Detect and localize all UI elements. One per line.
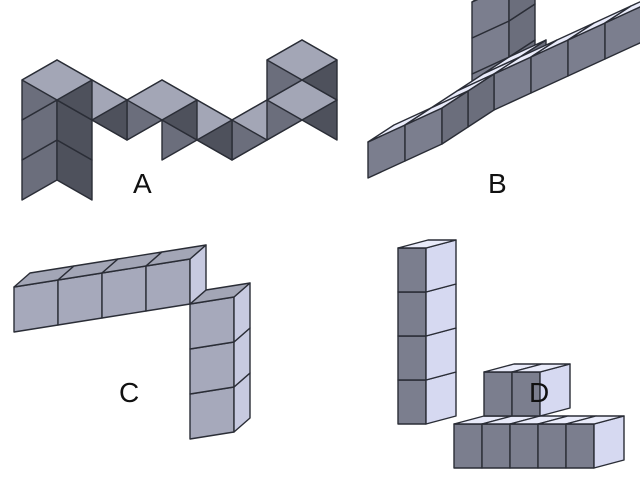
d-cube-front-face	[398, 248, 426, 292]
d-cube-side-face	[426, 372, 456, 424]
cube-figure-c	[14, 245, 250, 439]
d-cube-side-face	[594, 416, 624, 468]
c-cube-front-face	[190, 297, 234, 349]
d-cube-front-face	[484, 372, 512, 416]
c-cube-front-face	[102, 266, 146, 318]
c-cube-front-face	[146, 259, 190, 311]
d-cube-side-face	[426, 284, 456, 336]
figure-label-a: A	[133, 168, 152, 199]
d-cube-front-face	[454, 424, 482, 468]
d-cube-front-face	[398, 380, 426, 424]
figure-label-d: D	[529, 377, 549, 408]
c-cube-front-face	[58, 273, 102, 325]
figure-label-c: C	[119, 377, 139, 408]
d-cube-side-face	[426, 328, 456, 380]
d-cube-front-face	[538, 424, 566, 468]
cube-figure-a	[22, 40, 337, 200]
c-cube-front-face	[14, 280, 58, 332]
c-cube-front-face	[190, 387, 234, 439]
d-cube-front-face	[398, 292, 426, 336]
d-cube-front-face	[510, 424, 538, 468]
cube-figure-d	[398, 240, 624, 468]
figure-label-b: B	[488, 168, 507, 199]
d-cube-front-face	[482, 424, 510, 468]
d-cube-front-face	[398, 336, 426, 380]
cube-figure-b	[368, 0, 640, 178]
d-cube-front-face	[566, 424, 594, 468]
c-cube-front-face	[190, 342, 234, 394]
d-cube-side-face	[426, 240, 456, 292]
